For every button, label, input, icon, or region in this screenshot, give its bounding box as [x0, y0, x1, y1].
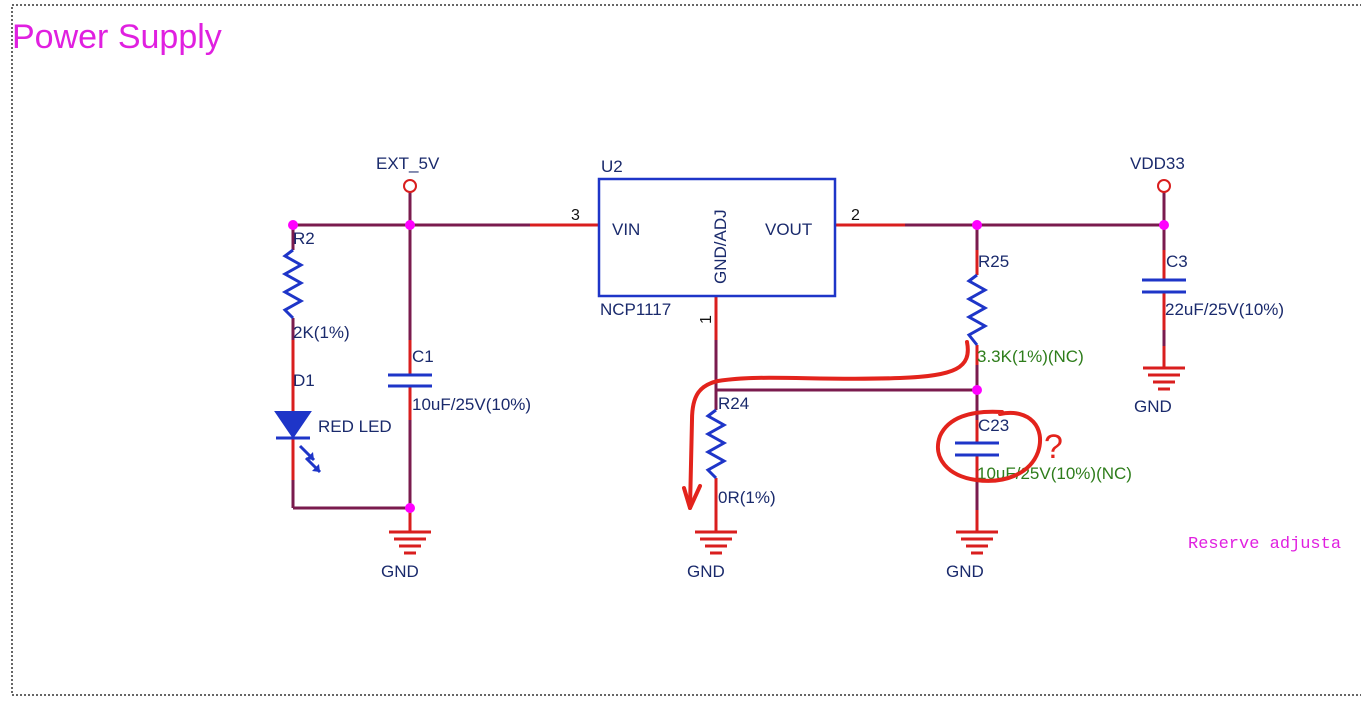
pin-vout-label: VOUT — [765, 220, 812, 239]
port-ext5v: EXT_5V — [376, 154, 440, 193]
gnd-label: GND — [1134, 397, 1172, 416]
capacitor-c3: C3 22uF/25V(10%) — [1142, 252, 1284, 319]
markup-arrow — [688, 340, 970, 510]
wires — [291, 192, 1166, 532]
capacitor-c23: C23 10uF/25V(10%)(NC) — [955, 416, 1132, 483]
junction-dot — [288, 220, 298, 230]
ground-symbol: GND — [687, 530, 737, 581]
port-vdd33: VDD33 — [1130, 154, 1185, 193]
net-label-vdd33: VDD33 — [1130, 154, 1185, 173]
r25-value: 3.3K(1%)(NC) — [977, 347, 1084, 366]
junctions — [288, 220, 1169, 513]
regulator-part: NCP1117 — [600, 300, 671, 319]
c3-ref: C3 — [1166, 252, 1188, 271]
markup-question-mark: ? — [1044, 428, 1063, 466]
pin-number-adj: 1 — [698, 315, 715, 324]
r2-value: 2K(1%) — [293, 323, 350, 342]
gnd-label: GND — [687, 562, 725, 581]
design-note: Reserve adjusta — [1188, 535, 1341, 554]
pin-adj-label: GND/ADJ — [711, 209, 730, 284]
regulator-ref: U2 — [601, 157, 623, 176]
resistor-r2: R2 2K(1%) — [281, 229, 350, 342]
resistor-r25: R25 3.3K(1%)(NC) — [965, 252, 1084, 366]
ground-symbol: GND — [381, 530, 431, 581]
c3-value: 22uF/25V(10%) — [1165, 300, 1284, 319]
gnd-label: GND — [381, 562, 419, 581]
ground-symbol: GND — [946, 530, 998, 581]
capacitor-c1: C1 10uF/25V(10%) — [388, 347, 531, 414]
r25-ref: R25 — [978, 252, 1009, 271]
regulator-u2: U2 NCP1117 VIN VOUT GND/ADJ 3 2 1 — [571, 157, 860, 324]
junction-dot — [1159, 220, 1169, 230]
sheet-border — [11, 4, 1361, 696]
resistor-r24: R24 0R(1%) — [704, 394, 776, 507]
handdrawn-markup: ? — [682, 340, 1063, 510]
r24-value: 0R(1%) — [718, 488, 776, 507]
c1-value: 10uF/25V(10%) — [412, 395, 531, 414]
junction-dot — [972, 385, 982, 395]
junction-dot — [405, 220, 415, 230]
gnd-label: GND — [946, 562, 984, 581]
pin-number-vin: 3 — [571, 207, 580, 224]
d1-ref: D1 — [293, 371, 315, 390]
pin-number-vout: 2 — [851, 207, 860, 224]
net-label-ext5v: EXT_5V — [376, 154, 440, 173]
c23-value: 10uF/25V(10%)(NC) — [977, 464, 1132, 483]
junction-dot — [405, 503, 415, 513]
c23-ref: C23 — [978, 416, 1009, 435]
r24-ref: R24 — [718, 394, 749, 413]
d1-value: RED LED — [318, 417, 392, 436]
markup-arrow-head — [682, 484, 702, 510]
led-d1: D1 RED LED — [274, 371, 392, 474]
junction-dot — [972, 220, 982, 230]
ground-symbol: GND — [1134, 366, 1185, 416]
sheet-title: Power Supply — [12, 18, 222, 56]
pin-vin-label: VIN — [612, 220, 640, 239]
markup-circle — [936, 409, 1042, 483]
c1-ref: C1 — [412, 347, 434, 366]
r2-ref: R2 — [293, 229, 315, 248]
